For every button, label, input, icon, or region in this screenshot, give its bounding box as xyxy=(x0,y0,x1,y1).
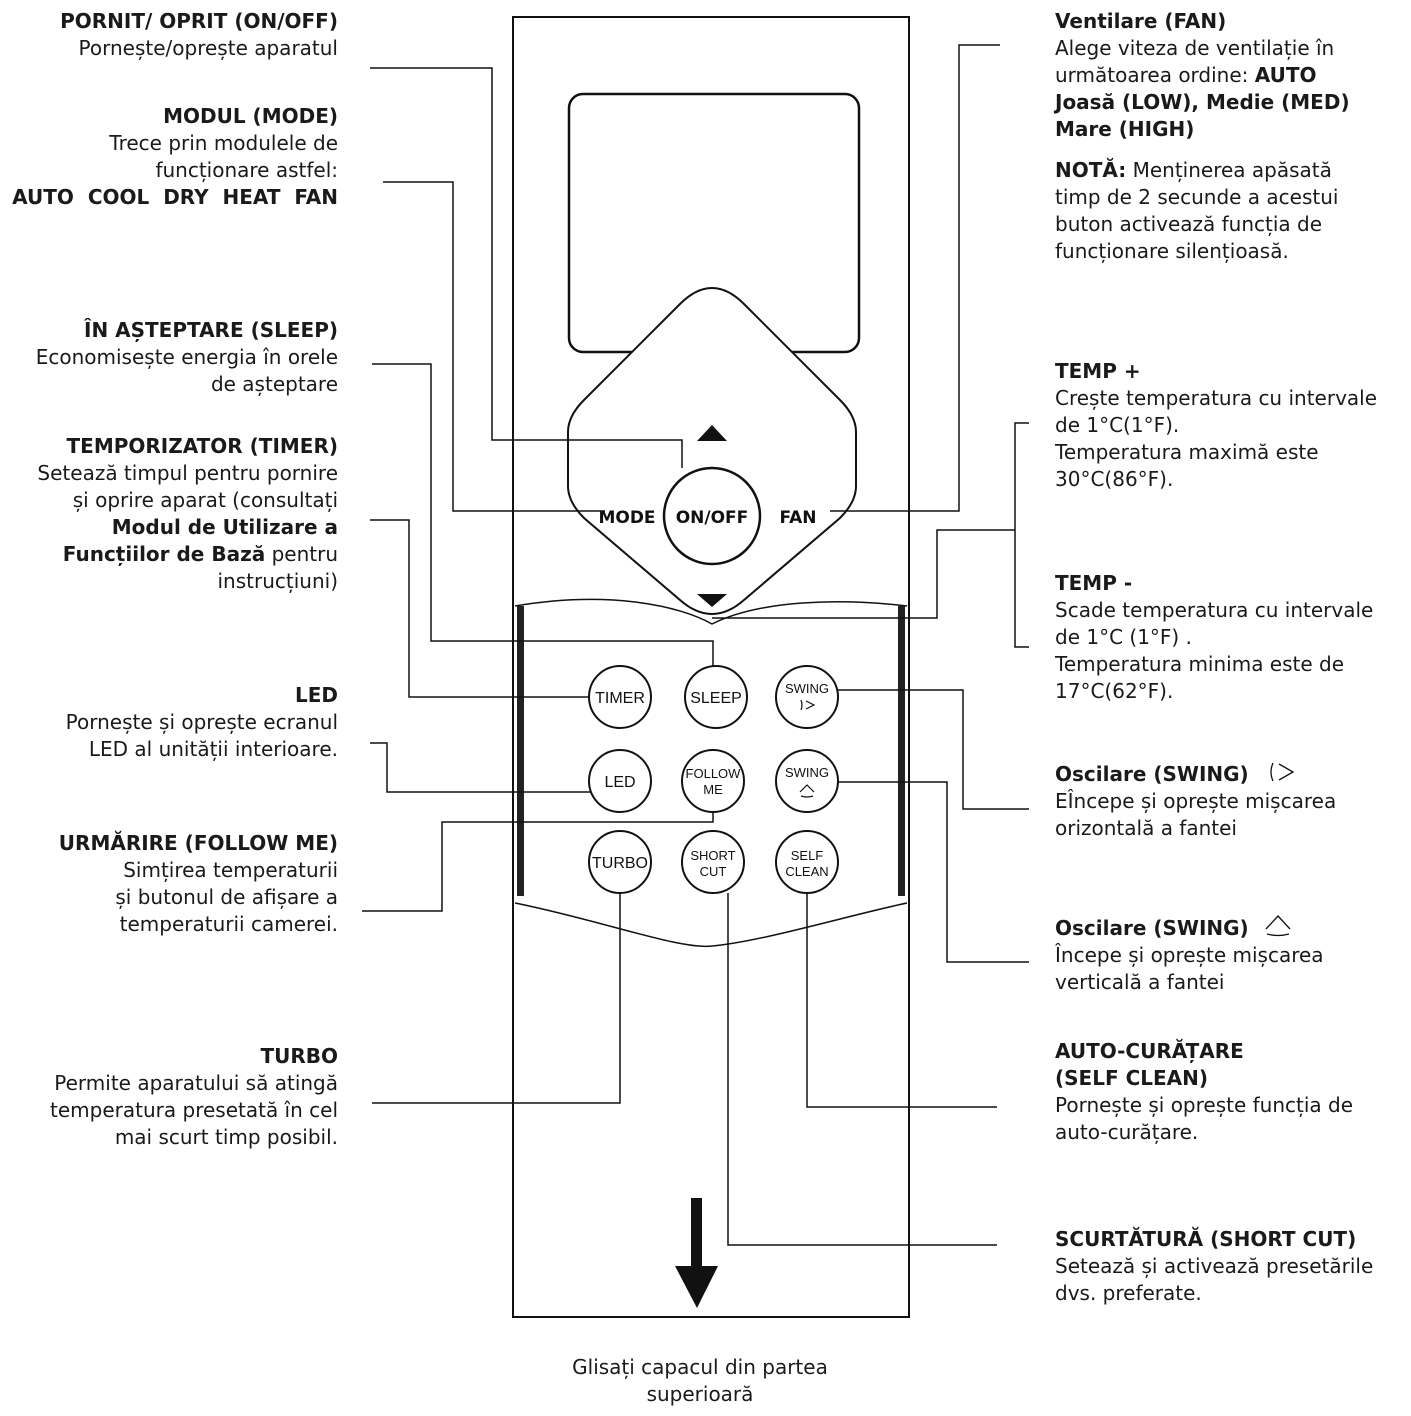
mode-label: MODUL (MODE) Trece prin modulele de func… xyxy=(12,104,338,209)
sleep-button xyxy=(684,665,748,729)
slide-arrow-head xyxy=(675,1266,718,1308)
fan-label: Ventilare (FAN) Alege viteza de ventilaț… xyxy=(1055,9,1350,263)
svg-text:TURBO: TURBO xyxy=(592,855,648,872)
self-clean-label: AUTO-CURĂȚARE (SELF CLEAN) Pornește și o… xyxy=(1055,1039,1354,1144)
swing-v-button xyxy=(775,749,839,813)
swing-h-button xyxy=(775,665,839,729)
leader-lines xyxy=(362,44,1029,1246)
swing-v-label: Oscilare (SWING) Începe și oprește mișca… xyxy=(1055,913,1410,996)
cover-bottom-edge xyxy=(514,902,908,948)
slide-arrow-shaft xyxy=(691,1198,702,1274)
left-rail xyxy=(517,606,524,896)
swing-vertical-icon xyxy=(1265,915,1291,937)
mode-btn-label: MODE xyxy=(598,508,655,528)
follow-me-label: URMĂRIRE (FOLLOW ME) Simțirea temperatur… xyxy=(58,831,338,936)
led-label: LED Pornește și oprește ecranul LED al u… xyxy=(65,683,338,761)
onoff-btn-label: ON/OFF xyxy=(676,508,749,528)
svg-text:CUT: CUT xyxy=(700,864,727,879)
timer-label: TEMPORIZATOR (TIMER) Setează timpul pent… xyxy=(37,434,338,593)
led-button xyxy=(588,749,652,813)
temp-down-arrow xyxy=(697,594,727,607)
sleep-label: ÎN AȘTEPTARE (SLEEP) Economisește energi… xyxy=(35,318,338,396)
fan-btn-label: FAN xyxy=(779,508,816,528)
swing-h-icon xyxy=(800,699,816,711)
svg-text:CLEAN: CLEAN xyxy=(785,864,828,879)
svg-text:SELF: SELF xyxy=(791,848,824,863)
slide-cover-caption: Glisați capacul din partea superioară xyxy=(572,1355,828,1406)
follow-me-button xyxy=(681,749,745,813)
swing-h-label: Oscilare (SWING) EÎncepe și oprește mișc… xyxy=(1055,762,1337,840)
svg-text:LED: LED xyxy=(604,774,635,791)
svg-text:SLEEP: SLEEP xyxy=(690,690,742,707)
swing-horizontal-icon xyxy=(1270,762,1295,782)
temp-down-label: TEMP - Scade temperatura cu intervale de… xyxy=(1055,571,1374,703)
right-rail xyxy=(898,606,905,896)
svg-text:SWING: SWING xyxy=(785,765,829,780)
temp-up-arrow xyxy=(697,425,727,441)
shortcut-button xyxy=(681,830,745,894)
onoff-label: PORNIT/ OPRIT (ON/OFF) Pornește/oprește … xyxy=(60,9,338,60)
dpad xyxy=(567,286,857,616)
swing-v-icon xyxy=(799,784,815,798)
svg-text:FOLLOW: FOLLOW xyxy=(686,766,742,781)
cover-top-edge xyxy=(514,598,908,625)
temp-up-label: TEMP + Crește temperatura cu intervale d… xyxy=(1055,359,1378,491)
shortcut-label: SCURTĂTURĂ (SHORT CUT) Setează și active… xyxy=(1055,1227,1374,1305)
svg-text:TIMER: TIMER xyxy=(595,690,645,707)
svg-text:ME: ME xyxy=(703,782,723,797)
svg-text:SWING: SWING xyxy=(785,681,829,696)
svg-text:SHORT: SHORT xyxy=(690,848,735,863)
onoff-button[interactable] xyxy=(662,466,762,566)
turbo-label: TURBO Permite aparatului să atingă tempe… xyxy=(50,1044,338,1149)
